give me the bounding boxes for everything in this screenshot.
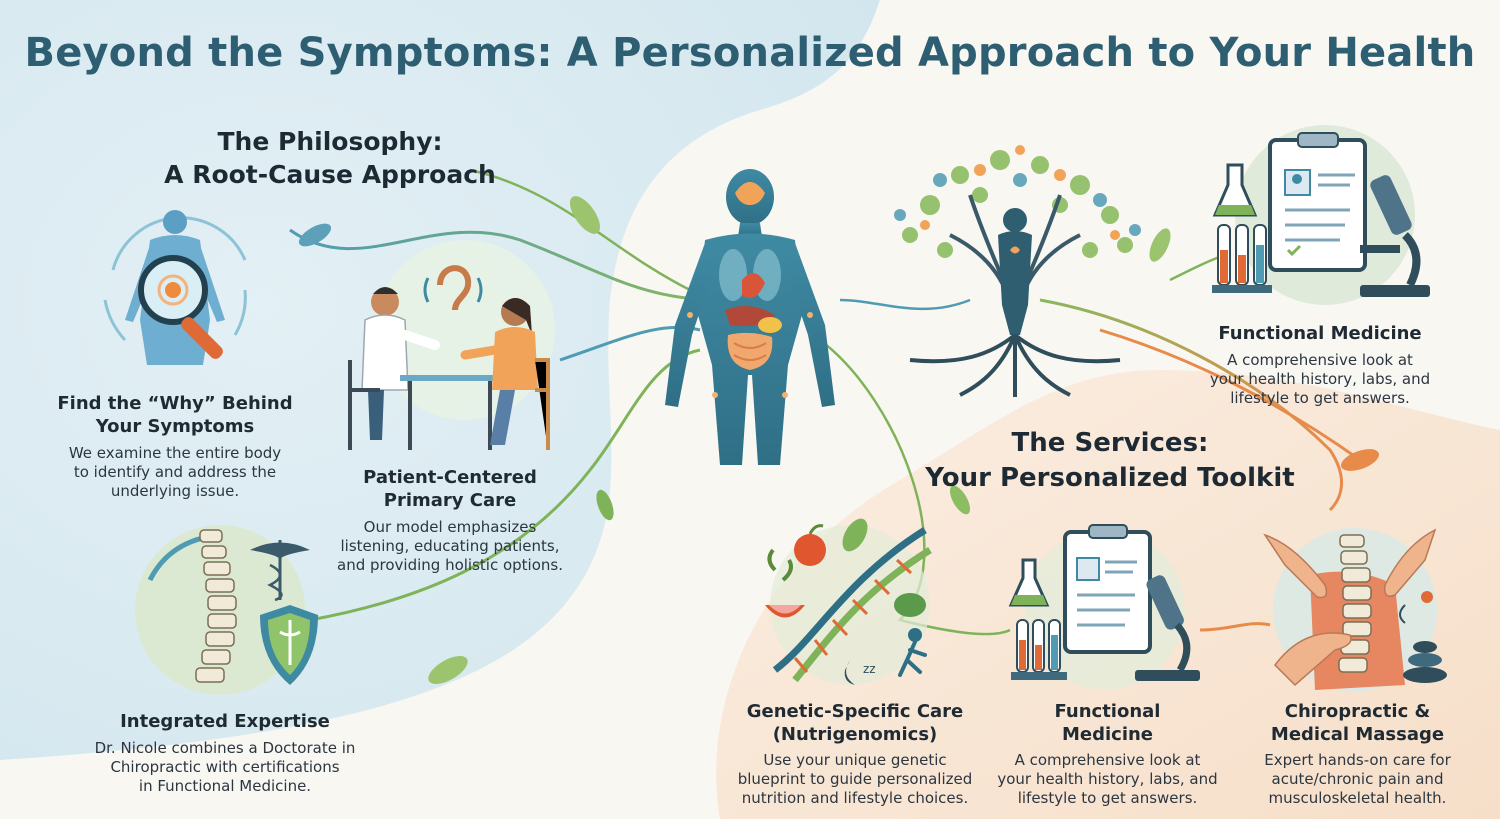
item-desc-line3: musculoskeletal health. [1268, 789, 1447, 807]
item-title-line1: Integrated Expertise [120, 711, 330, 732]
item-title-line1: Patient-Centered [363, 467, 537, 488]
item-desc-line3: lifestyle to get answers. [1017, 789, 1198, 807]
human-anatomy-icon [665, 169, 835, 465]
item-title-line1: Find the “Why” Behind [57, 393, 293, 414]
test-tubes-icon [1212, 224, 1272, 293]
philosophy-item-root-cause: Find the “Why” Behind Your Symptoms We e… [45, 392, 305, 501]
services-item-chiropractic: Chiropractic & Medical Massage Expert ha… [1235, 700, 1480, 808]
item-desc-line2: listening, educating patients, [340, 537, 560, 555]
page-title: Beyond the Symptoms: A Personalized Appr… [24, 30, 1476, 76]
microscope-icon [1360, 175, 1430, 297]
philosophy-item-integrated-expertise: Integrated Expertise Dr. Nicole combines… [60, 710, 390, 796]
item-desc-line1: A comprehensive look at [1227, 351, 1413, 369]
philosophy-heading-line1: The Philosophy: [217, 127, 443, 156]
caduceus-icon [250, 540, 310, 602]
item-title-line1: Genetic-Specific Care [746, 701, 964, 722]
item-desc-line1: Our model emphasizes [363, 518, 537, 536]
services-heading: The Services: Your Personalized Toolkit [890, 426, 1330, 496]
item-desc-line1: Expert hands-on care for [1264, 751, 1451, 769]
hands-spine-icon [1263, 528, 1447, 692]
item-title: Functional Medicine [1218, 323, 1422, 344]
item-desc-line1: A comprehensive look at [1014, 751, 1201, 769]
doctor-patient-icon [348, 240, 555, 450]
philosophy-item-primary-care: Patient-Centered Primary Care Our model … [320, 466, 580, 575]
item-desc-line2: your health history, labs, and [1209, 370, 1431, 388]
item-desc-line3: and providing holistic options. [337, 556, 563, 574]
item-title-line2: Medicine [1061, 724, 1154, 745]
item-title-line2: Medical Massage [1270, 724, 1445, 745]
services-top-item: Functional Medicine A comprehensive look… [1180, 322, 1460, 408]
spine-caduceus-icon [135, 525, 318, 695]
lab-clipboard-icon-2 [1008, 524, 1200, 690]
item-desc-line2: Chiropractic with certifications [110, 758, 340, 776]
item-desc-line1: Use your unique genetic [763, 751, 947, 769]
ear-icon [423, 265, 483, 311]
svg-text:zz: zz [863, 662, 876, 676]
item-desc-line3: lifestyle to get answers. [1230, 389, 1410, 407]
item-desc-line2: blueprint to guide personalized [737, 770, 973, 788]
philosophy-heading: The Philosophy: A Root-Cause Approach [120, 125, 540, 191]
shield-icon [260, 605, 318, 685]
services-heading-line2: Your Personalized Toolkit [925, 463, 1295, 493]
item-desc-line3: underlying issue. [110, 482, 240, 500]
item-desc-line2: acute/chronic pain and [1271, 770, 1444, 788]
item-desc-line3: nutrition and lifestyle choices. [741, 789, 969, 807]
item-desc-line2: your health history, labs, and [997, 770, 1218, 788]
item-title-line1: Chiropractic & [1284, 701, 1431, 722]
services-heading-line1: The Services: [1011, 428, 1209, 458]
item-title-line2: Your Symptoms [95, 416, 255, 437]
item-desc-line2: to identify and address the [73, 463, 277, 481]
services-item-genetic-care: Genetic-Specific Care (Nutrigenomics) Us… [725, 700, 985, 808]
item-desc-line1: Dr. Nicole combines a Doctorate in [94, 739, 356, 757]
item-title-line1: Functional [1054, 701, 1161, 722]
magnifier-body-icon [103, 210, 247, 365]
tree-person-icon [894, 145, 1141, 397]
massage-stones-icon [1403, 641, 1447, 683]
item-desc-line3: in Functional Medicine. [138, 777, 312, 795]
item-title-line2: Primary Care [383, 490, 517, 511]
lab-clipboard-icon [1212, 125, 1430, 305]
item-title-line2: (Nutrigenomics) [772, 724, 938, 745]
services-item-functional-medicine: Functional Medicine A comprehensive look… [985, 700, 1230, 808]
dna-food-icon: zz [765, 518, 932, 685]
philosophy-heading-line2: A Root-Cause Approach [164, 160, 496, 189]
item-desc-line1: We examine the entire body [68, 444, 282, 462]
